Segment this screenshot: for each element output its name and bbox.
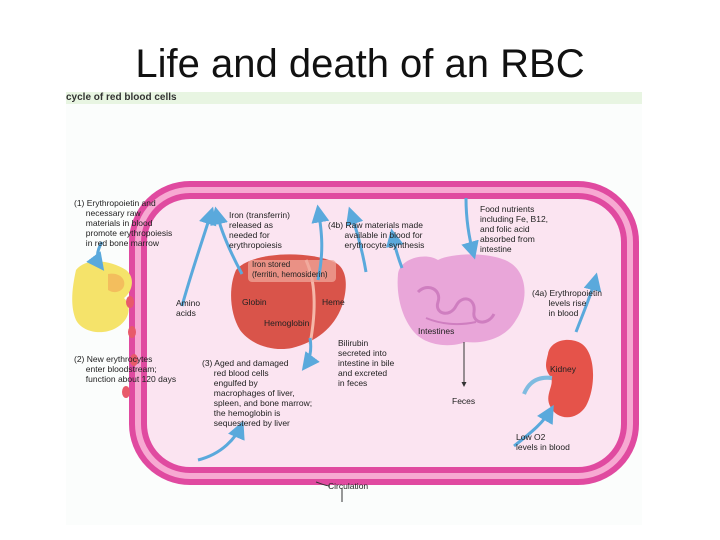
label-step3: (3) Aged and damaged red blood cells eng… xyxy=(202,358,313,428)
arrow-step1 xyxy=(86,241,105,271)
arrow-intestine-up xyxy=(385,228,404,269)
arrow-amino-acids xyxy=(180,206,217,307)
arrow-to-bilirubin xyxy=(301,337,320,371)
label-intestines: Intestines xyxy=(418,326,455,336)
label-food-nutrients: Food nutrients including Fe, B12, and fo… xyxy=(480,204,549,254)
label-circulation: Circulation xyxy=(328,481,369,491)
label-globin: Globin xyxy=(242,297,267,307)
rbc-cell xyxy=(128,326,136,338)
arrow-raw-materials xyxy=(311,204,330,281)
renal-vessel xyxy=(522,375,553,395)
label-low-o2: Low O2 levels in blood xyxy=(516,432,570,452)
rbc-cell xyxy=(130,354,138,366)
label-step4a: (4a) Erythropoietin levels rise in blood xyxy=(532,288,602,318)
label-amino-acids: Amino acids xyxy=(176,298,201,318)
marrow-detail xyxy=(108,273,125,293)
arrow-iron-release xyxy=(210,206,244,275)
intestine-folds xyxy=(416,286,496,324)
label-step1: (1) Erythropoietin and necessary raw mat… xyxy=(74,198,173,248)
label-hemoglobin: Hemoglobin xyxy=(264,318,310,328)
label-bilirubin: Bilirubin secreted into intestine in bil… xyxy=(338,338,395,388)
arrow-low-o2 xyxy=(513,404,554,448)
label-iron-transferrin: Iron (transferrin) released as needed fo… xyxy=(229,210,290,250)
intestine-folds-2 xyxy=(425,317,477,326)
rbc-cycle-figure: cycle of red blood cells (1) Erythropoie… xyxy=(66,92,642,525)
arrow-4a xyxy=(574,272,602,333)
bone-marrow-shape xyxy=(72,261,132,333)
label-iron-stored: Iron stored (ferritin, hemosiderin) xyxy=(252,260,328,279)
label-step4b: (4b) Raw materials made available in blo… xyxy=(328,220,425,250)
rbc-cell xyxy=(122,386,130,398)
label-kidney: Kidney xyxy=(550,364,576,374)
label-heme: Heme xyxy=(322,297,345,307)
kidney-shape xyxy=(546,339,594,418)
label-step2: (2) New erythrocytes enter bloodstream; … xyxy=(74,354,177,384)
figure-header: cycle of red blood cells xyxy=(66,92,177,103)
circulation-pointer xyxy=(315,481,331,487)
header-band xyxy=(66,92,642,104)
circulation-loop-highlight xyxy=(135,187,633,479)
iron-store-box xyxy=(248,260,336,282)
arrow-step3 xyxy=(197,420,245,462)
rbc-cell xyxy=(126,296,134,308)
label-feces: Feces xyxy=(452,396,476,406)
slide-title: Life and death of an RBC xyxy=(135,42,585,86)
arrow-food-nutrients xyxy=(461,197,479,260)
figure-artwork xyxy=(66,92,642,502)
arrow-4b xyxy=(346,206,368,273)
